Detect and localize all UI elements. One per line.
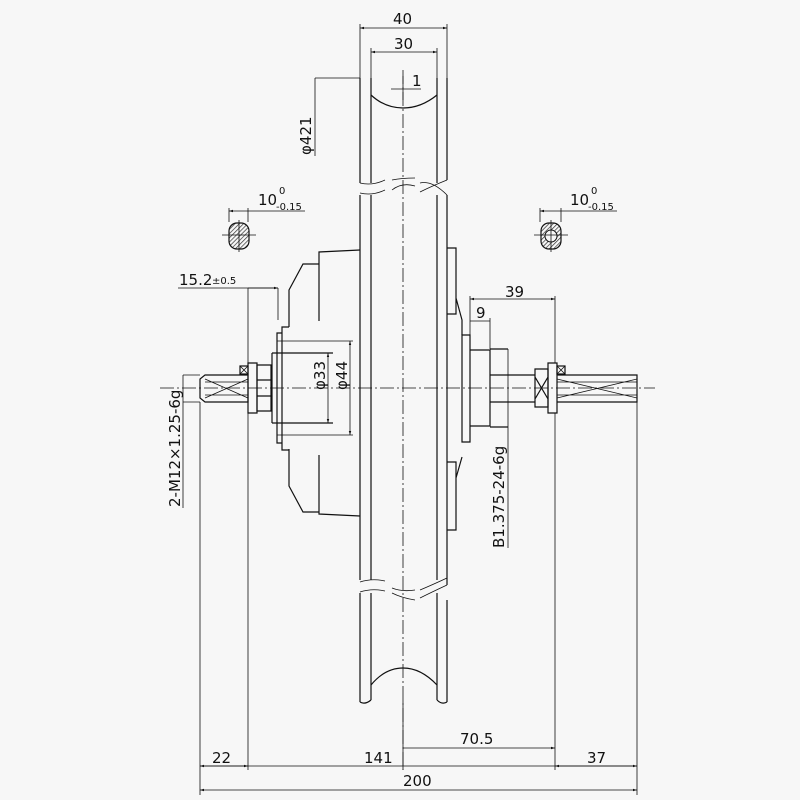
- left-hub: [199, 249, 361, 517]
- dim-22: 22: [212, 749, 231, 767]
- flat-left-upper-tol: 0: [279, 186, 285, 197]
- dim-9: 9: [476, 304, 486, 322]
- thread-right-label: B1.375-24-6g: [490, 446, 508, 548]
- dim-30: 30: [394, 35, 413, 53]
- dim-1: 1: [412, 72, 422, 90]
- dim-37: 37: [587, 749, 606, 767]
- left-shaft-section: 10 0 -0.15: [222, 186, 305, 252]
- flat-right-value: 10: [570, 191, 589, 209]
- dim-70-5: 70.5: [460, 730, 493, 748]
- flat-right-lower-tol: -0.15: [588, 202, 614, 213]
- thread-left-label: 2-M12×1.25-6g: [166, 390, 184, 507]
- dim-141: 141: [364, 749, 393, 767]
- dim-d44: φ44: [333, 361, 351, 390]
- dim-200: 200: [403, 772, 432, 790]
- dim-rim-diameter: φ421: [297, 116, 315, 155]
- flat-left-lower-tol: -0.15: [276, 202, 302, 213]
- flat-left-value: 10: [258, 191, 277, 209]
- dim-15-2-tol: ±0.5: [212, 276, 236, 287]
- dim-40: 40: [393, 10, 412, 28]
- dim-15-2: 15.2: [179, 271, 212, 289]
- dim-39: 39: [505, 283, 524, 301]
- rim: [359, 78, 448, 704]
- flat-right-upper-tol: 0: [591, 186, 597, 197]
- dim-d33: φ33: [311, 361, 329, 390]
- right-shaft-section: 10 0 -0.15: [534, 186, 617, 252]
- right-hub: [447, 247, 638, 531]
